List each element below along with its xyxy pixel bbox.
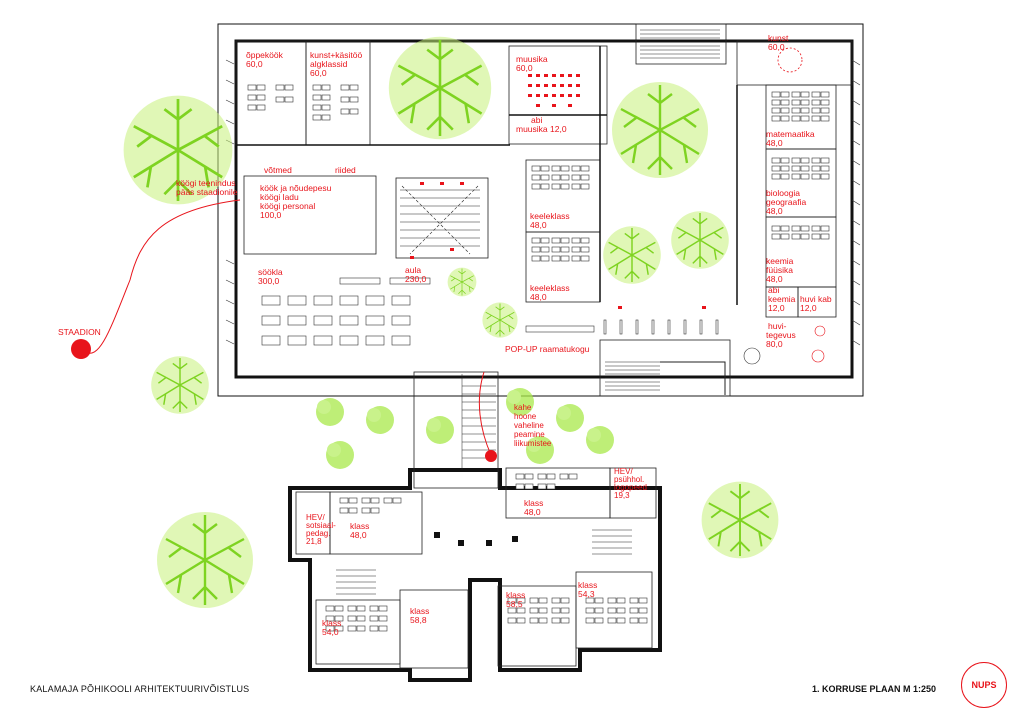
- aula-stairs: [395, 177, 489, 259]
- label-klass-543-name: klass: [578, 580, 597, 590]
- label-klass-585-area: 58,5: [506, 599, 523, 609]
- label-klass-48a-name: klass: [350, 521, 369, 531]
- label-klass-585-name: klass: [506, 590, 525, 600]
- label-liikumistee-3: vaheline: [514, 421, 544, 430]
- label-klass-48a-area: 48,0: [350, 530, 367, 540]
- label-bioloogia-name: bioloogia: [766, 188, 800, 198]
- label-kunst-name: kunst: [768, 33, 789, 43]
- label-kook-area: 100,0: [260, 210, 282, 220]
- label-klass-540-area: 54,0: [322, 627, 339, 637]
- label-kunst-kasitoo-name: kunst+käsitöö: [310, 50, 362, 60]
- competition-title: KALAMAJA PÕHIKOOLI ARHITEKTUURIVÕISTLUS: [30, 684, 250, 694]
- label-opekook-name: õppeköök: [246, 50, 284, 60]
- label-liikumistee-2: hoone: [514, 412, 537, 421]
- label-abi-muusika-line2: muusika 12,0: [516, 124, 567, 134]
- label-kook-line2: köögi ladu: [260, 192, 299, 202]
- nups-logo: NUPS: [961, 662, 1007, 708]
- label-bioloogia-area: 48,0: [766, 206, 783, 216]
- east-hatch: [851, 59, 861, 346]
- label-hev-psuhh-1: HEV/: [614, 467, 633, 476]
- furniture: [247, 47, 830, 365]
- label-kunst-kasitoo-area: 60,0: [310, 68, 327, 78]
- label-popup: POP-UP raamatukogu: [505, 344, 590, 354]
- label-huvitegevus-area: 80,0: [766, 339, 783, 349]
- label-abi-muusika-line1: abi: [531, 115, 542, 125]
- label-hev-sotsiaal-1: HEV/: [306, 513, 325, 522]
- label-abi-keemia-line2: keemia: [768, 294, 796, 304]
- label-keemia-sub: füüsika: [766, 265, 793, 275]
- room-labels: STAADION õppeköök 60,0 kunst+käsitöö alg…: [58, 33, 832, 637]
- label-klass-543-area: 54,3: [578, 589, 595, 599]
- music-chairs: [410, 74, 706, 309]
- label-liikumistee-5: liikumistee: [514, 439, 552, 448]
- label-hev-psuhh-2: psühhol.: [614, 475, 644, 484]
- label-riided: riided: [335, 165, 356, 175]
- label-aula-name: aula: [405, 265, 421, 275]
- label-klass-48b-name: klass: [524, 498, 543, 508]
- route-marker: [485, 450, 497, 462]
- label-hev-psuhh-3: logopeed: [614, 483, 647, 492]
- label-muusika-name: muusika: [516, 54, 548, 64]
- stadium-marker: [71, 339, 91, 359]
- label-liikumistee-1: kahe: [514, 403, 532, 412]
- label-hev-sotsiaal-area: 21,8: [306, 537, 322, 546]
- label-muusika-area: 60,0: [516, 63, 533, 73]
- label-keeleklass1-name: keeleklass: [530, 211, 570, 221]
- label-keemia-area: 48,0: [766, 274, 783, 284]
- label-keeleklass2-name: keeleklass: [530, 283, 570, 293]
- lower-building: [288, 371, 662, 682]
- label-votmed: võtmed: [264, 165, 292, 175]
- label-hev-psuhh-area: 19,3: [614, 491, 630, 500]
- label-opekook-area: 60,0: [246, 59, 263, 69]
- stadium-route: [71, 199, 497, 462]
- label-keemia-name: keemia: [766, 256, 794, 266]
- label-huvi-kab-area: 12,0: [800, 303, 817, 313]
- trees: [122, 35, 780, 610]
- label-sook-name: söökla: [258, 267, 283, 277]
- stadium-label: STAADION: [58, 327, 101, 337]
- label-klass-588-name: klass: [410, 606, 429, 616]
- label-koogi-teenindus: köögi teenindus: [176, 178, 236, 188]
- label-kunst-kasitoo-sub: algklassid: [310, 59, 348, 69]
- label-liikumistee-4: peamine: [514, 430, 545, 439]
- label-hev-sotsiaal-3: pedag.: [306, 529, 330, 538]
- label-abi-keemia-area: 12,0: [768, 303, 785, 313]
- label-abi-keemia-line1: abi: [768, 285, 779, 295]
- label-klass-588-area: 58,8: [410, 615, 427, 625]
- label-klass-48b-area: 48,0: [524, 507, 541, 517]
- label-kook-line1: köök ja nõudepesu: [260, 183, 332, 193]
- label-kunst-area: 60,0: [768, 42, 785, 52]
- label-huvitegevus-line1: huvi-: [768, 321, 787, 331]
- label-huvi-kab-name: huvi kab: [800, 294, 832, 304]
- label-huvitegevus-line2: tegevus: [766, 330, 796, 340]
- label-paas-staadionile: pääs staadionile: [176, 187, 238, 197]
- label-keeleklass1-area: 48,0: [530, 220, 547, 230]
- label-klass-540-name: klass: [322, 618, 341, 628]
- label-bioloogia-sub: geograafia: [766, 197, 806, 207]
- plan-title: 1. KORRUSE PLAAN M 1:250: [812, 684, 937, 694]
- label-keeleklass2-area: 48,0: [530, 292, 547, 302]
- label-hev-sotsiaal-2: sotsiaal-: [306, 521, 336, 530]
- label-sook-area: 300,0: [258, 276, 280, 286]
- label-matemaatika-area: 48,0: [766, 138, 783, 148]
- label-matemaatika-name: matemaatika: [766, 129, 815, 139]
- label-aula-area: 230,0: [405, 274, 427, 284]
- lower-stair: [599, 339, 731, 397]
- label-kook-line3: köögi personal: [260, 201, 315, 211]
- upper-building: [217, 23, 864, 397]
- top-stair: [635, 23, 727, 65]
